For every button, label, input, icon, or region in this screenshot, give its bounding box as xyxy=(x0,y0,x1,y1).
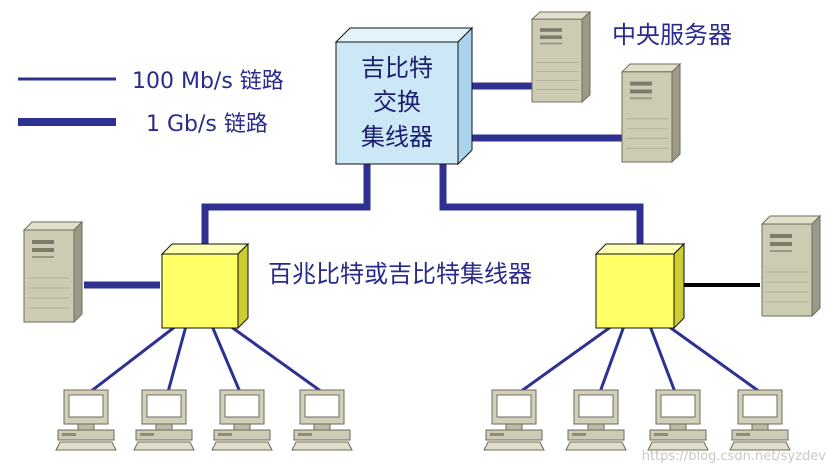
gigabit-hub-label-line3: 集线器 xyxy=(361,123,433,151)
pc-right-3 xyxy=(647,389,709,451)
pc-right-2 xyxy=(565,389,627,451)
pc-right-4 xyxy=(729,389,791,451)
link-lefthub-pc4 xyxy=(229,324,323,394)
right-server xyxy=(761,215,821,317)
central-server-2 xyxy=(621,63,681,163)
left-fast-hub xyxy=(160,242,250,330)
link-righthub-pc4 xyxy=(667,324,761,394)
links xyxy=(84,82,761,394)
gigabit-hub-label-line2: 交换 xyxy=(373,88,421,116)
link-righthub-pc1 xyxy=(519,324,613,394)
gigabit-hub-label-line1: 吉比特 xyxy=(361,54,433,82)
gigabit-switch-hub: 吉比特 交换 集线器 xyxy=(334,26,474,166)
link-lefthub-pc3 xyxy=(210,325,242,393)
right-fast-hub xyxy=(594,242,686,330)
pc-left-1 xyxy=(55,389,117,451)
left-server xyxy=(23,221,83,323)
link-righthub-pc2 xyxy=(598,325,626,393)
legend-1gb-label: 1 Gb/s 链路 xyxy=(146,112,268,137)
watermark: https://blog.csdn.net/syzdev xyxy=(642,449,827,464)
link-ghub-righthub xyxy=(439,162,644,252)
pc-right-1 xyxy=(483,389,545,451)
central-server-1 xyxy=(531,11,591,103)
link-lefthub-pc1 xyxy=(89,324,177,394)
pc-left-2 xyxy=(133,389,195,451)
legend-100mb-label: 100 Mb/s 链路 xyxy=(132,69,284,94)
fast-hubs-label: 百兆比特或吉比特集线器 xyxy=(268,260,532,288)
link-lefthub-pc2 xyxy=(166,325,188,393)
link-ghub-lefthub xyxy=(201,162,371,252)
central-servers-label: 中央服务器 xyxy=(612,21,732,49)
link-righthub-pc3 xyxy=(648,325,677,393)
legend: 100 Mb/s 链路 1 Gb/s 链路 xyxy=(18,69,284,137)
pc-left-4 xyxy=(291,389,353,451)
pc-left-3 xyxy=(211,389,273,451)
